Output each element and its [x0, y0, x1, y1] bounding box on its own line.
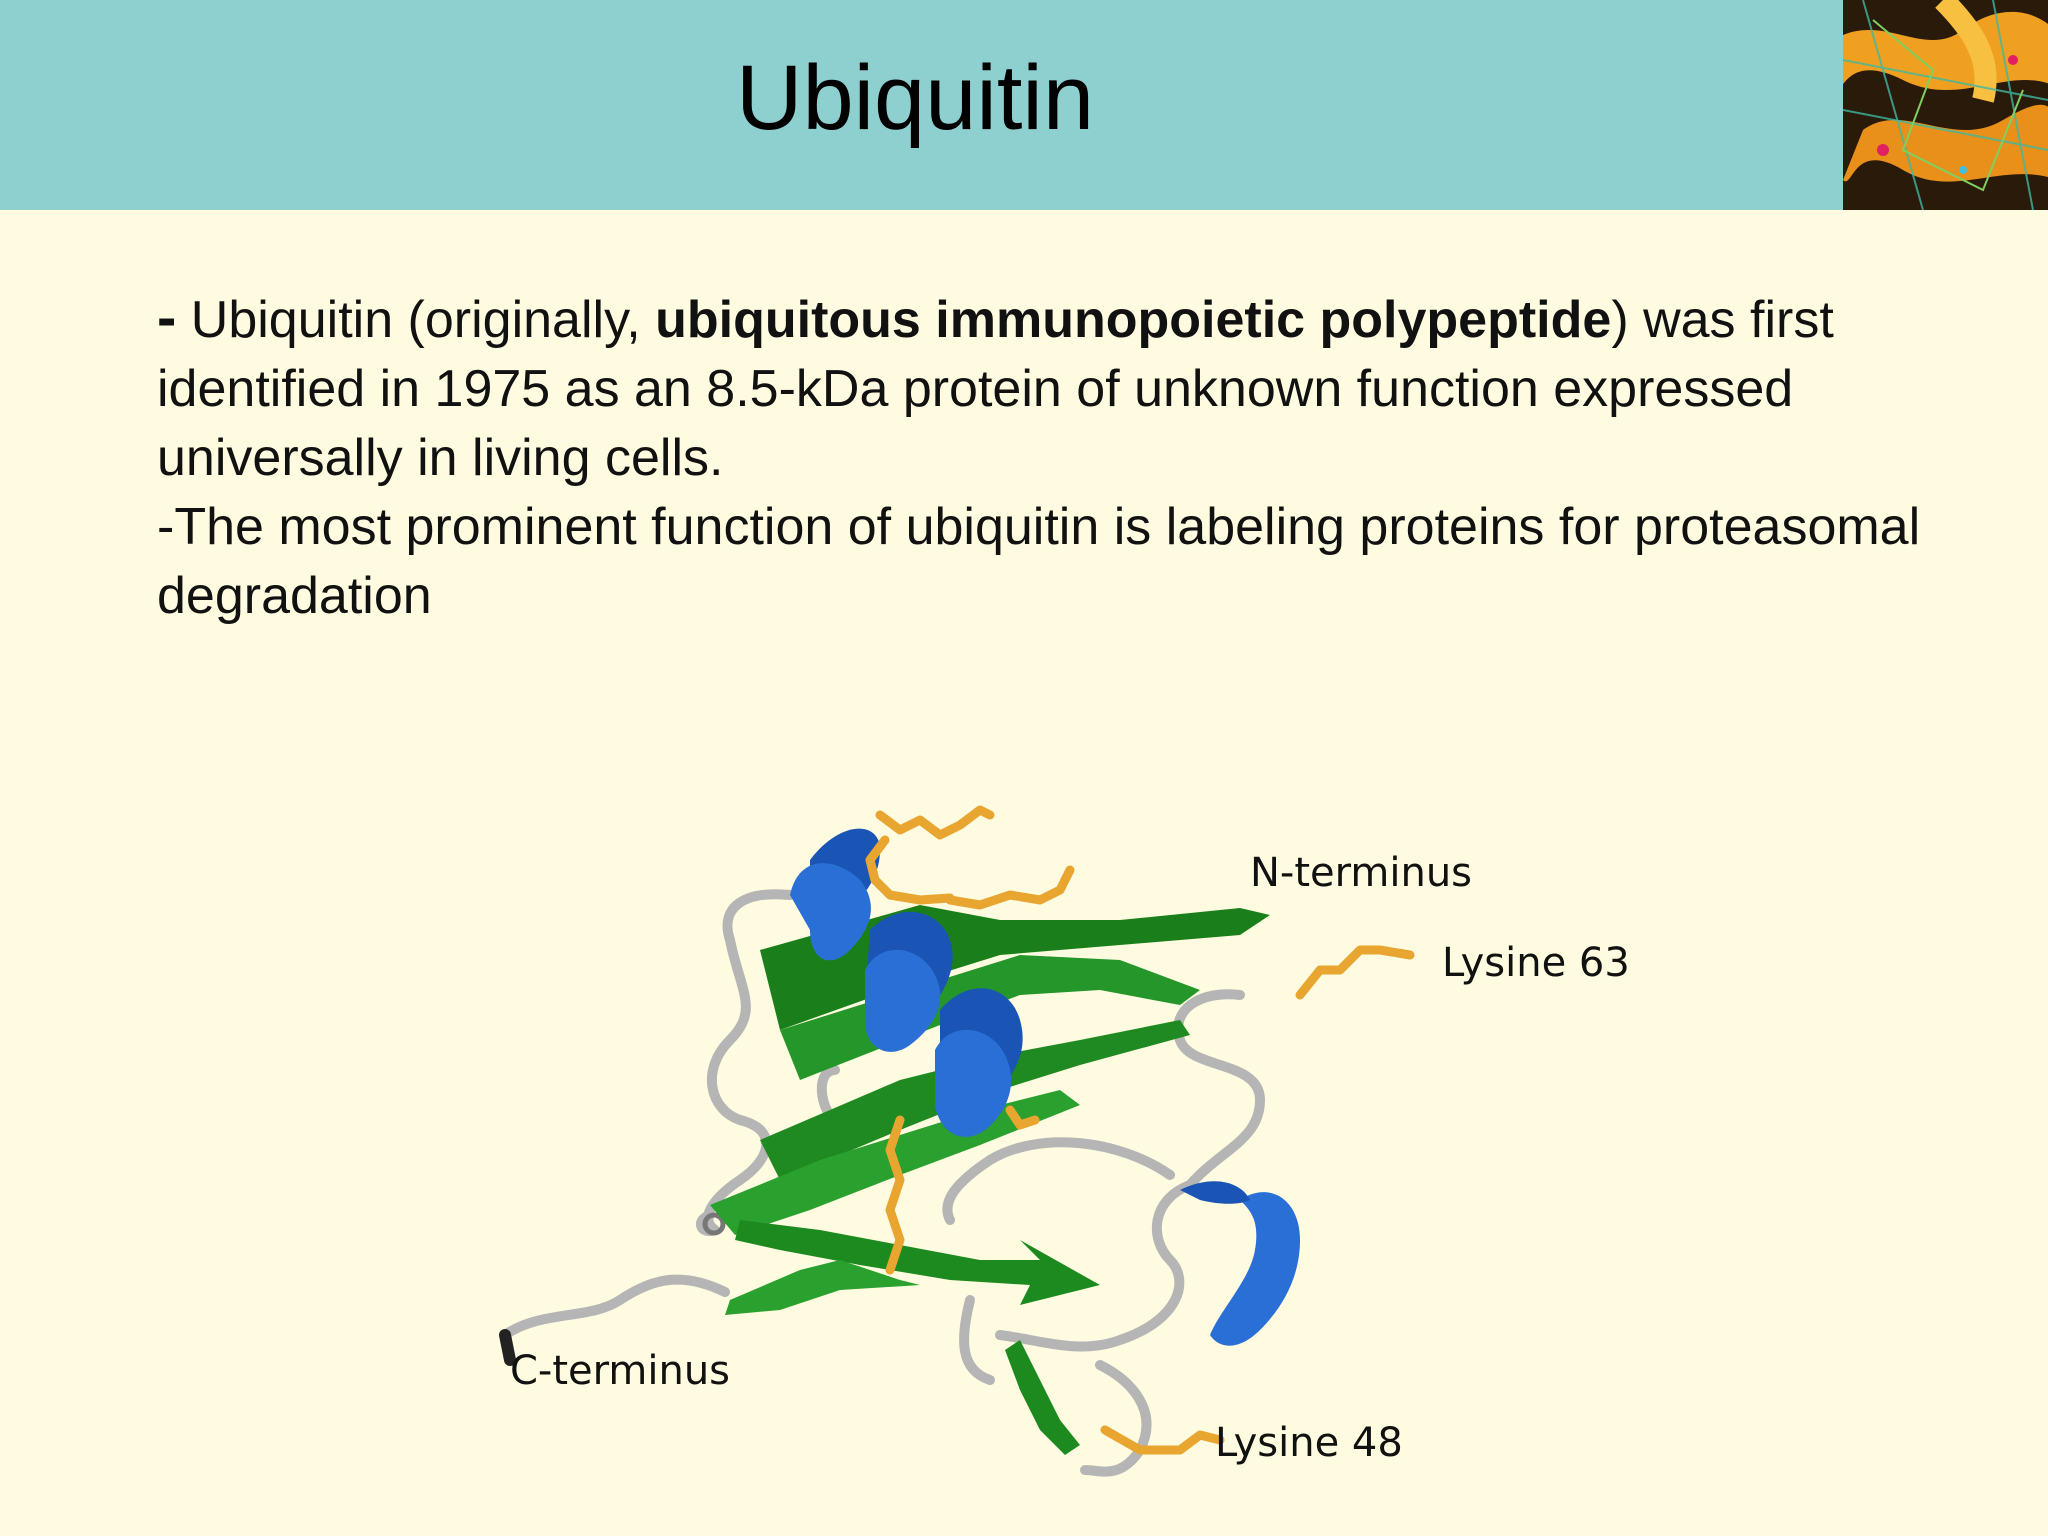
ubiquitin-structure-figure: N-terminus Lysine 63 C-terminus Lysine 4…: [480, 780, 1640, 1500]
definition-rest: ) was first identified in 1975 as an 8.5…: [157, 291, 1834, 487]
title-band: [0, 0, 1843, 210]
side-chains: [865, 805, 1415, 1455]
paragraph-function: -The most prominent function of ubiquiti…: [157, 498, 1921, 625]
lysine-48-label: Lysine 48: [1215, 1420, 1403, 1466]
lysine-63-label: Lysine 63: [1442, 940, 1630, 986]
bullet-dash: -: [157, 285, 177, 350]
beta-strands: [710, 905, 1270, 1455]
definition-bold-term: ubiquitous immunopoietic polypeptide: [655, 291, 1612, 349]
n-terminus-label: N-terminus: [1250, 850, 1473, 896]
c-terminus-label: C-terminus: [510, 1348, 731, 1394]
protein-corner-image: [1843, 0, 2048, 210]
ribbon-diagram: [499, 805, 1415, 1477]
alpha-helices: [790, 828, 1300, 1346]
loop-turn-marker: [702, 1212, 726, 1236]
paragraph-definition: - Ubiquitin (originally, ubiquitous immu…: [157, 283, 1937, 493]
slide-title: Ubiquitin: [736, 47, 1094, 149]
definition-intro: Ubiquitin (originally,: [176, 291, 656, 349]
c-terminus-tip: [499, 1329, 516, 1366]
body-text: - Ubiquitin (originally, ubiquitous immu…: [157, 283, 1937, 631]
